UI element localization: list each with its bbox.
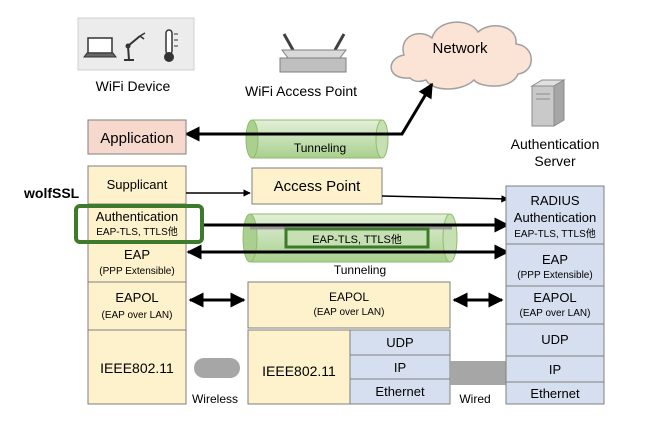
wifi-device-label: WiFi Device bbox=[96, 78, 171, 94]
wolfssl-highlight-box bbox=[74, 204, 204, 244]
ap-ip-label: IP bbox=[394, 360, 406, 375]
wireless-label: Wireless bbox=[192, 392, 238, 406]
tunneling-top-label: Tunneling bbox=[294, 141, 346, 155]
router-icon bbox=[279, 33, 347, 73]
ap-eapol-sub-label: (EAP over LAN) bbox=[314, 307, 385, 318]
ap-ethernet-label: Ethernet bbox=[375, 384, 425, 399]
ap-eapol-label: EAPOL bbox=[329, 290, 369, 304]
radius-label-line1: RADIUS bbox=[530, 193, 579, 208]
laptop-icon bbox=[83, 37, 117, 58]
cloud-icon bbox=[390, 21, 532, 90]
ap-radius-arrow bbox=[381, 195, 509, 203]
ap-udp-label: UDP bbox=[386, 335, 413, 350]
server-udp-label: UDP bbox=[541, 332, 568, 347]
access-point-layer bbox=[251, 167, 383, 205]
tunnel-eap-tls-label: EAP-TLS, TTLS他 bbox=[312, 233, 402, 246]
eap-sub-label: (PPP Extensible) bbox=[99, 266, 174, 277]
tunneling-mid-label: Tunneling bbox=[334, 263, 386, 277]
network-label: Network bbox=[432, 40, 488, 57]
ap-ieee-layer bbox=[247, 329, 351, 405]
wifi-device-icon-group bbox=[77, 17, 195, 71]
application-layer-label: Application bbox=[100, 130, 173, 147]
ap-ip-layer bbox=[349, 354, 451, 380]
server-stack-frame bbox=[505, 185, 605, 405]
radius-sub-label: EAP-TLS, TTLS他 bbox=[514, 227, 596, 240]
supplicant-label: Supplicant bbox=[107, 177, 168, 192]
eap-label: EAP bbox=[124, 247, 150, 262]
eapol-label: EAPOL bbox=[115, 290, 158, 305]
radius-label-line2: Authentication bbox=[514, 210, 596, 225]
ap-ieee-label: IEEE802.11 bbox=[262, 363, 336, 379]
eapol-sub-label: (EAP over LAN) bbox=[102, 310, 173, 321]
thermometer-icon bbox=[164, 29, 178, 62]
application-layer bbox=[87, 119, 187, 155]
wireless-link bbox=[194, 358, 240, 378]
ap-eapol-layer bbox=[247, 281, 451, 329]
server-ethernet-label: Ethernet bbox=[530, 386, 580, 401]
wired-label: Wired bbox=[459, 392, 490, 406]
wolfssl-label: wolfSSL bbox=[23, 185, 80, 201]
server-eapol-label: EAPOL bbox=[533, 290, 576, 305]
access-point-layer-label: Access Point bbox=[274, 178, 362, 195]
access-point-label: WiFi Access Point bbox=[245, 83, 357, 99]
tunnel-network-arrow bbox=[386, 82, 434, 136]
server-eapol-sub-label: (EAP over LAN) bbox=[520, 308, 591, 319]
auth-server-label-line1: Authentication bbox=[511, 136, 600, 152]
robot-arm-icon bbox=[124, 32, 146, 61]
wired-link bbox=[450, 361, 508, 385]
authentication-label: Authentication bbox=[96, 209, 178, 224]
server-ip-label: IP bbox=[549, 362, 561, 377]
server-eap-label: EAP bbox=[542, 252, 568, 267]
ap-ethernet-layer bbox=[349, 378, 451, 405]
server-tower-icon bbox=[530, 79, 566, 127]
ieee-label: IEEE802.11 bbox=[100, 360, 174, 376]
authentication-sub-label: EAP-TLS, TTLS他 bbox=[96, 225, 178, 238]
server-eap-sub-label: (PPP Extensible) bbox=[517, 270, 592, 281]
top-tunnel-cylinder bbox=[245, 119, 389, 159]
auth-server-label-line2: Server bbox=[534, 153, 576, 169]
ap-udp-layer bbox=[349, 329, 451, 356]
